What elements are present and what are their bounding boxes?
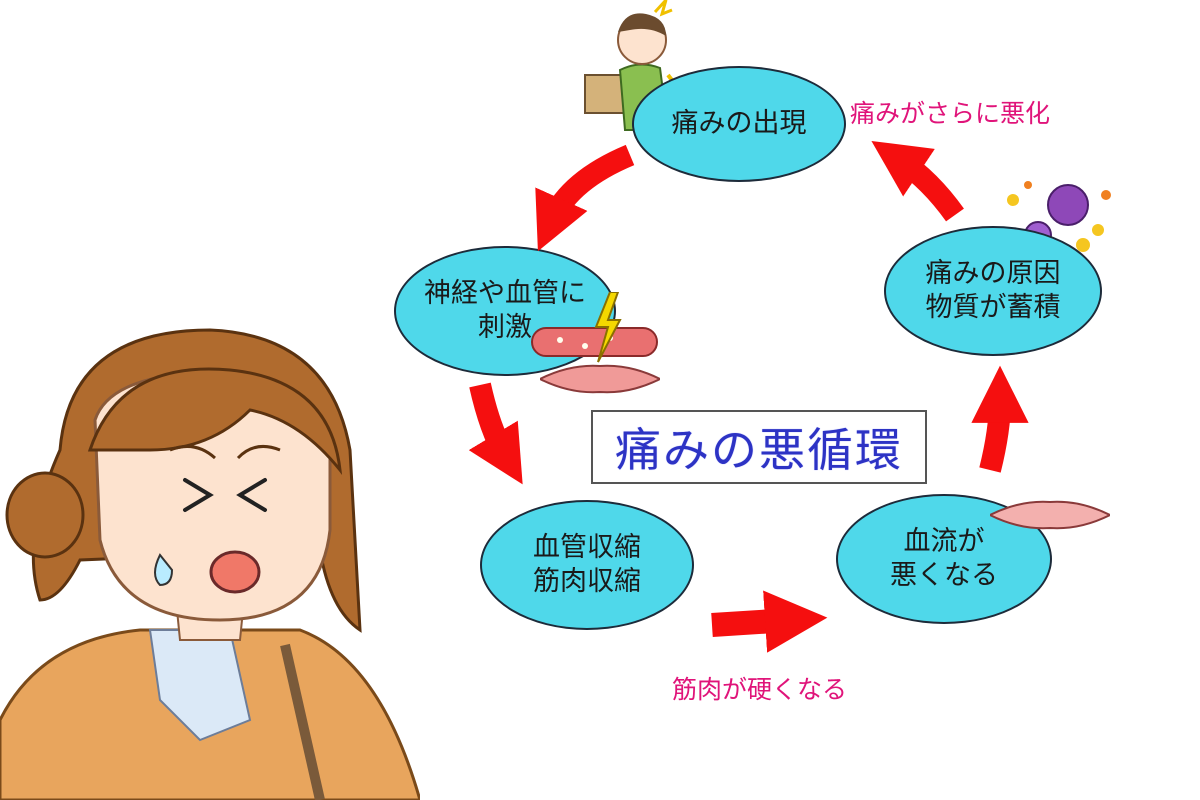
node-pain-substance: 痛みの原因 物質が蓄積 <box>884 226 1102 356</box>
muscle-icon <box>540 364 660 394</box>
node-nerve-stimulus: 神経や血管に 刺激 <box>394 246 616 376</box>
woman-in-pain-icon <box>0 328 420 800</box>
note-muscle-hard: 筋肉が硬くなる <box>672 675 848 704</box>
arrow-contraction-to-bloodflow <box>711 590 828 653</box>
lightning-icon <box>594 292 622 363</box>
diagram-title: 痛みの悪循環 <box>591 410 927 484</box>
arrow-nerve-to-contraction <box>468 382 523 485</box>
node-vessel-muscle-contraction: 血管収縮 筋肉収縮 <box>480 500 694 630</box>
arrow-pain-to-nerve <box>535 144 635 252</box>
note-pain-worse: 痛みがさらに悪化 <box>850 99 1051 128</box>
arrow-substance-to-pain <box>871 140 964 222</box>
arrow-bloodflow-to-substance <box>971 365 1029 473</box>
blood-vessel-icon <box>531 327 658 357</box>
muscle-icon <box>990 500 1110 530</box>
node-pain-appears: 痛みの出現 <box>632 66 846 182</box>
